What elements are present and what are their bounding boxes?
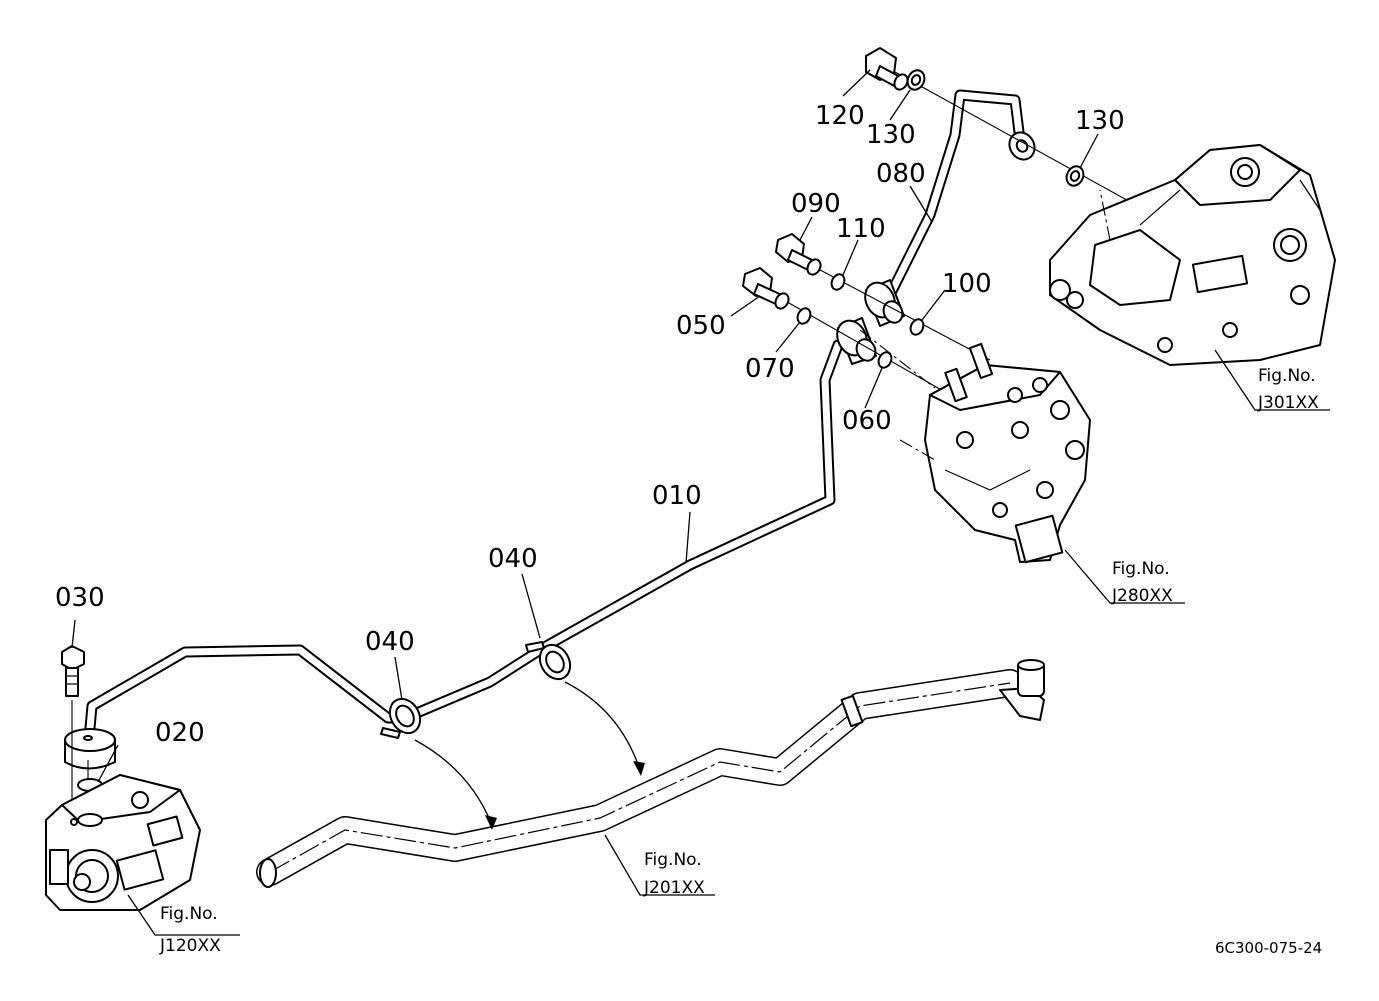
- hose-clamp-040-left[interactable]: [380, 693, 426, 739]
- callout-labels: 010 020 030 040 040 050 060 070 080 090 …: [55, 101, 1125, 748]
- banjo-bolt-090[interactable]: [775, 233, 823, 277]
- hose-clamp-040-right[interactable]: [525, 639, 576, 684]
- figure-reference-j120[interactable]: Fig.No. J120XX: [159, 904, 221, 956]
- pipe-flange-block[interactable]: [64, 728, 116, 770]
- figure-reference-j201[interactable]: Fig.No. J201XX: [643, 850, 705, 898]
- svg-text:Fig.No.: Fig.No.: [1112, 559, 1170, 579]
- banjo-bolt-050[interactable]: [742, 267, 791, 311]
- hydraulic-pump[interactable]: [45, 774, 201, 911]
- svg-text:J301XX: J301XX: [1257, 393, 1319, 413]
- callout-060[interactable]: 060: [842, 406, 892, 436]
- callout-130-right[interactable]: 130: [1075, 106, 1125, 136]
- callout-040-left[interactable]: 040: [365, 627, 415, 657]
- callout-130-upper[interactable]: 130: [866, 120, 916, 150]
- callout-030[interactable]: 030: [55, 583, 105, 613]
- pipe-010[interactable]: [84, 336, 862, 734]
- reference-dash-lines: [859, 189, 1111, 461]
- svg-text:J201XX: J201XX: [643, 878, 705, 898]
- callout-020[interactable]: 020: [155, 718, 205, 748]
- o-ring-070[interactable]: [795, 306, 813, 326]
- figure-reference-j280[interactable]: Fig.No. J280XX: [1111, 559, 1173, 606]
- callout-100[interactable]: 100: [942, 269, 992, 299]
- o-ring-110[interactable]: [829, 272, 847, 292]
- callout-010[interactable]: 010: [652, 481, 702, 511]
- control-valve-assembly[interactable]: [924, 342, 1091, 564]
- banjo-bolt-120[interactable]: [865, 47, 910, 92]
- hydraulic-housing-assembly[interactable]: [1049, 144, 1336, 366]
- o-ring-100[interactable]: [908, 317, 926, 337]
- figure-reference-j301[interactable]: Fig.No. J301XX: [1257, 366, 1319, 413]
- bolt-030[interactable]: [61, 645, 85, 697]
- svg-text:Fig.No.: Fig.No.: [160, 904, 218, 924]
- clamp-position-arrows: [414, 681, 645, 830]
- callout-120[interactable]: 120: [815, 101, 865, 131]
- callout-110[interactable]: 110: [836, 214, 886, 244]
- svg-text:J120XX: J120XX: [159, 936, 221, 956]
- pipe-080[interactable]: [879, 89, 1039, 311]
- drawing-id: 6C300-075-24: [1215, 939, 1322, 957]
- suction-hose[interactable]: [256, 659, 1045, 888]
- callout-090[interactable]: 090: [791, 189, 841, 219]
- svg-text:Fig.No.: Fig.No.: [1258, 366, 1316, 386]
- svg-text:Fig.No.: Fig.No.: [644, 850, 702, 870]
- callout-leaders: [71, 69, 1330, 936]
- washer-130-right[interactable]: [1064, 164, 1087, 189]
- callout-050[interactable]: 050: [676, 311, 726, 341]
- callout-070[interactable]: 070: [745, 354, 795, 384]
- washer-130-upper[interactable]: [905, 68, 928, 93]
- callout-040-right[interactable]: 040: [488, 544, 538, 574]
- svg-text:J280XX: J280XX: [1111, 586, 1173, 606]
- callout-080[interactable]: 080: [876, 159, 926, 189]
- o-ring-060[interactable]: [876, 350, 894, 370]
